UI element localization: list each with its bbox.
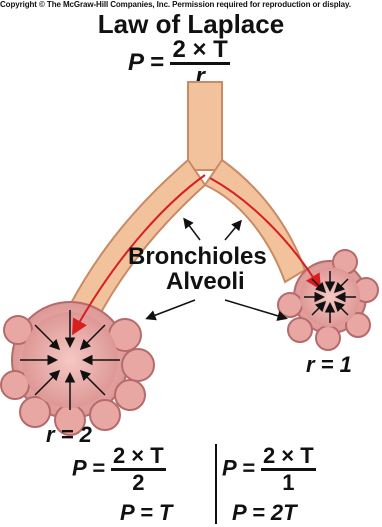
left-formula-denominator: 2 <box>111 471 166 495</box>
formula-divider <box>215 444 217 524</box>
left-formula-lhs: P = <box>72 455 105 480</box>
left-formula-fraction: 2 × T 2 <box>111 444 166 495</box>
large-alveolus <box>1 302 154 435</box>
left-formula-numerator: 2 × T <box>111 444 166 471</box>
right-formula-denominator: 1 <box>261 471 316 495</box>
right-formula-lhs: P = <box>222 455 255 480</box>
right-formula-fraction: 2 × T 1 <box>261 444 316 495</box>
right-formula-numerator: 2 × T <box>261 444 316 471</box>
trachea <box>188 82 222 170</box>
bronchioles-label: Bronchioles <box>128 243 267 271</box>
left-formula: P = 2 × T 2 <box>72 444 166 495</box>
alveoli-label: Alveoli <box>166 268 245 296</box>
right-formula: P = 2 × T 1 <box>222 444 316 495</box>
r-small-label: r = 1 <box>306 352 352 378</box>
right-formula-result: P = 2T <box>232 500 297 526</box>
left-formula-result: P = T <box>120 500 172 526</box>
